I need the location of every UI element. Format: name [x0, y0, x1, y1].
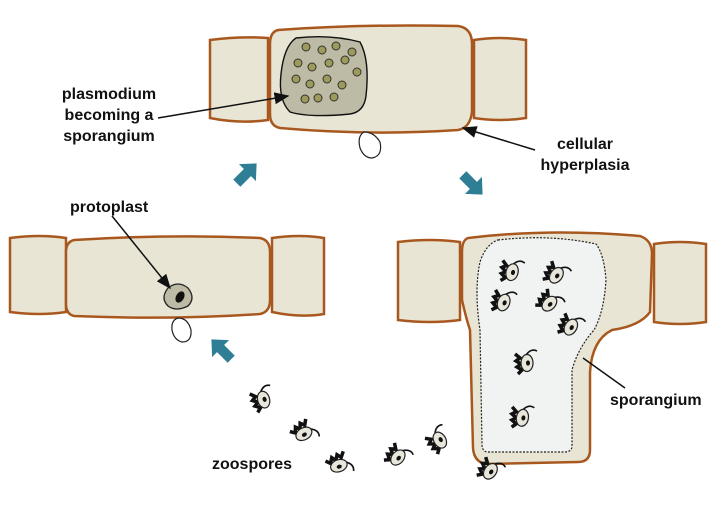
- arrow-left-to-top: [233, 163, 257, 187]
- arrow-top-to-right: [459, 171, 483, 195]
- label-hyperplasia-line-2: hyperplasia: [540, 157, 630, 174]
- protoplast-nucleus: [175, 291, 185, 303]
- sporangium-leader: [582, 357, 626, 389]
- label-sporangium: sporangium: [610, 392, 702, 409]
- plasmodium-nuclei: [291, 41, 362, 104]
- label-hyperplasia-line-1: cellular: [556, 136, 614, 153]
- left-root-cells: [8, 234, 326, 343]
- label-plasmodium: plasmodium becoming a sporangium: [38, 84, 180, 147]
- label-plasmodium-line-2: becoming a: [64, 107, 154, 124]
- label-plasmodium-line-3: sporangium: [63, 128, 155, 145]
- shed-protoplast-top: [358, 131, 382, 159]
- label-zoospores: zoospores: [212, 456, 293, 473]
- protoplast-leader: [111, 215, 171, 290]
- label-protoplast: protoplast: [70, 199, 149, 216]
- sporangium: [476, 237, 607, 453]
- cycle-arrows: [211, 163, 483, 363]
- plasmodium-leader: [157, 92, 290, 119]
- arrow-zoospores-to-left: [211, 339, 235, 363]
- right-root-cells: [396, 231, 708, 466]
- label-cellular-hyperplasia: cellular hyperplasia: [525, 134, 645, 176]
- label-plasmodium-line-1: plasmodium: [61, 86, 157, 103]
- hyperplasia-leader: [461, 126, 536, 151]
- top-root-cells: [208, 24, 528, 159]
- shed-protoplast-left: [171, 317, 192, 343]
- leader-lines: [111, 92, 626, 389]
